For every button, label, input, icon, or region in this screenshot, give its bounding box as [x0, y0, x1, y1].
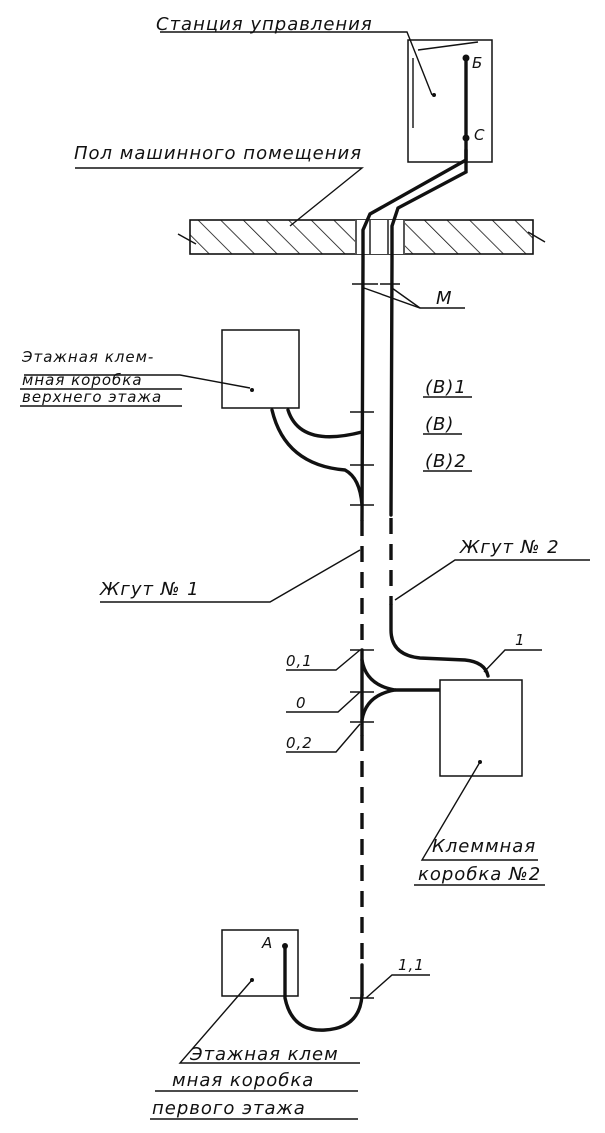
station-terminal-b: Б [472, 54, 483, 72]
harness-1-leader [100, 549, 361, 603]
harness-2-bend [389, 603, 490, 678]
harness-2-upper [389, 148, 468, 517]
harness-2-leader [394, 559, 590, 601]
terminal-b-dot [462, 54, 470, 62]
upper-box-label-1: Этажная клем- [21, 348, 154, 366]
upper-box-branch-1 [286, 408, 364, 439]
first-box-label-3: первого этажа [152, 1098, 306, 1119]
mark-0-label: 0 [296, 694, 307, 712]
m-leader-2 [391, 287, 421, 309]
mark-11-label: 1,1 [398, 956, 425, 974]
m-label: М [436, 288, 453, 309]
station-leader [160, 31, 433, 96]
station-inner-line [417, 41, 479, 51]
leader-0 [286, 691, 361, 713]
upper-box-branch-2 [270, 408, 364, 507]
terminal-c-dot [462, 134, 470, 142]
harness-2-label: Жгут № 2 [459, 537, 560, 558]
box2-label-2: коробка №2 [418, 864, 541, 885]
mark-01-label: 0,1 [286, 652, 313, 670]
control-station-box [407, 39, 493, 163]
terminal-box-2 [439, 679, 523, 777]
first-box-leader [178, 979, 360, 1064]
mark-1-leader [483, 649, 542, 673]
leader-11 [365, 974, 430, 999]
first-box-label-2: мная коробка [172, 1070, 314, 1091]
upper-box-label-2: мная коробка [22, 371, 143, 389]
box2-leader [420, 761, 538, 861]
leader-02 [286, 723, 361, 753]
first-floor-loop [283, 946, 364, 1032]
v1-label: (В)1 [425, 377, 467, 398]
station-leader-dot [432, 93, 436, 97]
upper-box-dot [250, 388, 254, 392]
mark-1-label: 1 [515, 631, 526, 649]
first-box-label-1: Этажная клем [189, 1044, 339, 1065]
leader-01 [286, 649, 361, 671]
station-terminal-c: С [474, 126, 485, 144]
floor-leader [75, 167, 364, 227]
upper-box-leader [24, 374, 251, 389]
harness-1-label: Жгут № 1 [99, 579, 200, 600]
upper-box-label-3: верхнего этажа [22, 388, 162, 406]
floor-label: Пол машинного помещения [74, 143, 362, 164]
junction-branch-top [360, 658, 442, 692]
junction-branch-bottom [360, 688, 397, 722]
floor-break-right [527, 231, 546, 243]
box2-label-1: Клеммная [432, 836, 536, 857]
v-label: (В) [425, 414, 454, 435]
upper-floor-terminal-box [221, 329, 300, 409]
floor-break-left [177, 233, 197, 245]
mark-a-label: А [261, 934, 273, 952]
v2-label: (В)2 [425, 451, 467, 472]
mark-02-label: 0,2 [286, 734, 313, 752]
station-label: Станция управления [156, 14, 373, 35]
